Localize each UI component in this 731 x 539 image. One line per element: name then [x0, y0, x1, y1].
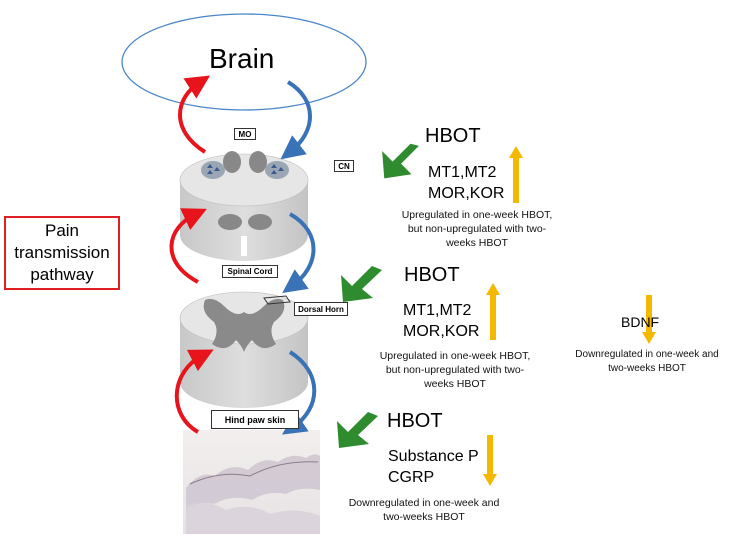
- ascending-arrow-top: [178, 75, 211, 154]
- ascending-arrow-bottom: [174, 349, 214, 434]
- bdnf-note-line2: two-weeks HBOT: [608, 363, 686, 374]
- down-arrow-bdnf: [642, 295, 656, 344]
- hind-paw-skin-label: Hind paw skin: [211, 410, 299, 429]
- hbot-label-2: HBOT: [404, 264, 460, 286]
- up-arrow-2: [486, 283, 500, 340]
- pain-box-line1: Pain: [44, 221, 80, 240]
- hind-paw-skin-image: [183, 430, 320, 534]
- hbot-label-3: HBOT: [387, 410, 443, 432]
- descending-arrow-bottom: [282, 350, 317, 435]
- hbot-arrow-3: [337, 412, 378, 448]
- markers-1-line1: MT1,MT2: [428, 164, 497, 181]
- note-2-line1: Upregulated in one-week HBOT,: [379, 350, 531, 362]
- brain-label: Brain: [209, 43, 275, 74]
- brain-ellipse: [121, 13, 367, 111]
- spinal-cord-cylinder: [179, 291, 309, 408]
- ascending-arrow-middle: [169, 208, 207, 284]
- pain-box-line3: pathway: [30, 265, 94, 284]
- note-2-line3: weeks HBOT: [424, 378, 486, 390]
- pain-transmission-pathway-box: Pain transmission pathway: [4, 216, 120, 290]
- note-3-line2: two-weeks HBOT: [383, 511, 465, 523]
- markers-3-line1: Substance P: [388, 448, 479, 465]
- bdnf-note-line1: Downregulated in one-week and: [575, 349, 719, 360]
- markers-2-line2: MOR,KOR: [403, 323, 480, 340]
- down-arrow-substance-p: [483, 435, 497, 486]
- note-3-line1: Downregulated in one-week and: [348, 497, 500, 509]
- markers-1-line2: MOR,KOR: [428, 185, 505, 202]
- note-1-line1: Upregulated in one-week HBOT,: [401, 209, 553, 221]
- dorsal-horn-label: Dorsal Horn: [294, 302, 348, 316]
- markers-2-line1: MT1,MT2: [403, 302, 472, 319]
- note-1-line3: weeks HBOT: [446, 237, 508, 249]
- hbot-arrow-1: [382, 143, 419, 179]
- hbot-arrow-2: [341, 266, 382, 302]
- cn-label: CN: [334, 160, 354, 172]
- descending-arrow-middle: [282, 212, 316, 293]
- medulla-cylinder: [179, 151, 309, 261]
- hbot-label-1: HBOT: [425, 125, 481, 147]
- bdnf-label: BDNF: [621, 314, 660, 330]
- markers-3-line2: CGRP: [388, 469, 435, 486]
- up-arrow-1: [509, 146, 523, 203]
- pain-box-line2: transmission: [14, 243, 110, 262]
- descending-arrow-top: [280, 80, 312, 160]
- mo-label: MO: [234, 128, 256, 140]
- note-1-line2: but non-upregulated with two-: [407, 223, 547, 235]
- note-2-line2: but non-upregulated with two-: [385, 364, 525, 376]
- spinal-cord-label: Spinal Cord: [222, 265, 278, 278]
